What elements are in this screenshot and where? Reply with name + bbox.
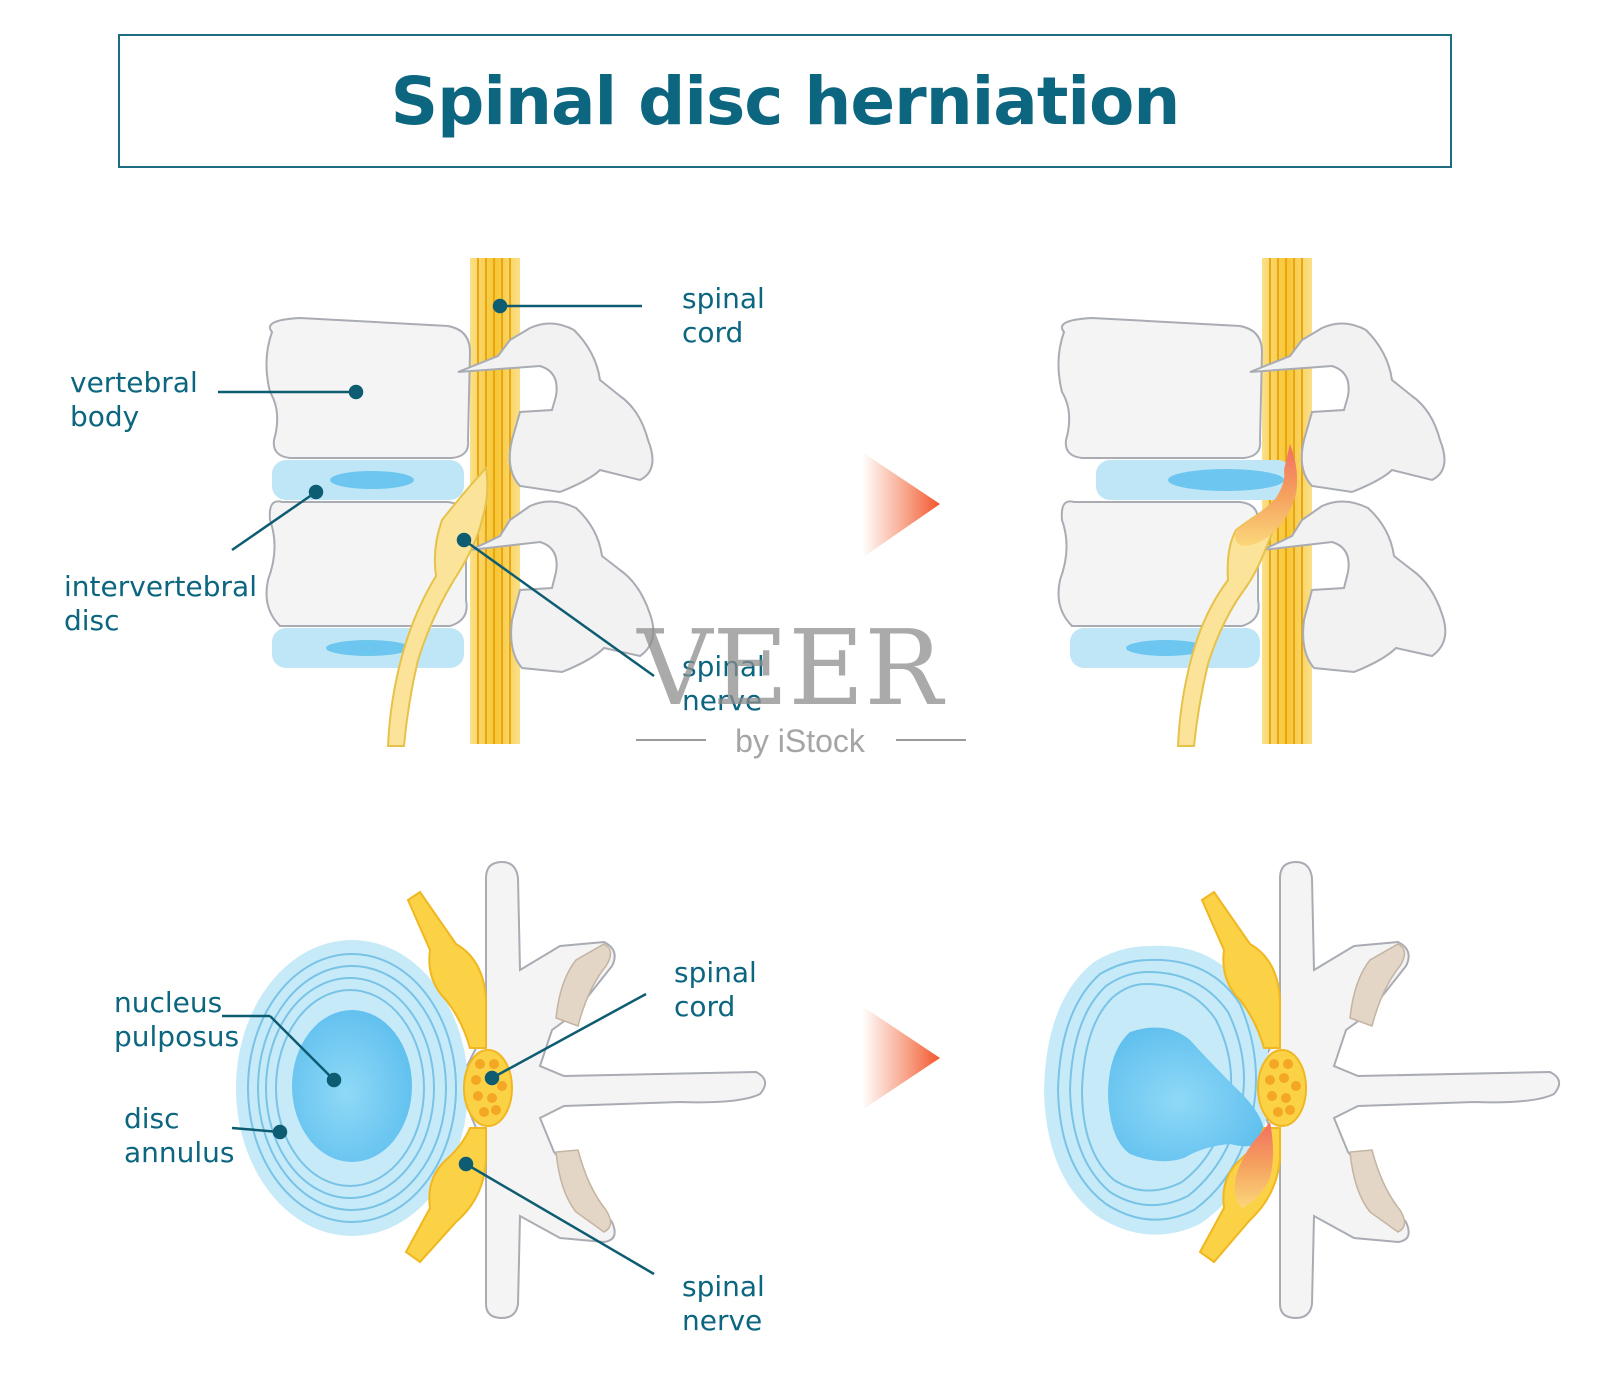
- label-spinal-cord-axial: spinal cord: [674, 956, 766, 1023]
- label-nucleus-pulposus: nucleus pulposus: [114, 986, 239, 1053]
- label-line: nerve: [682, 1304, 762, 1337]
- lateral-view-herniated: [1057, 258, 1447, 747]
- label-line: vertebral: [70, 366, 198, 399]
- label-line: intervertebral: [64, 570, 257, 603]
- facet-lower-h: [1349, 1149, 1406, 1233]
- nucleus-pulposus-herniated: [1108, 1027, 1265, 1162]
- label-vertebral-body: vertebral body: [70, 366, 207, 433]
- vertebral-body-upper-h: [1057, 316, 1264, 459]
- arrow-right-top: [862, 452, 940, 558]
- herniation-lateral: [1235, 444, 1298, 546]
- label-line: body: [70, 400, 139, 433]
- axial-view-normal: [236, 860, 767, 1320]
- nucleus-lateral-lower: [326, 640, 410, 656]
- label-spinal-nerve-axial: spinal nerve: [682, 1270, 774, 1337]
- label-line: spinal: [682, 650, 765, 683]
- label-line: pulposus: [114, 1020, 239, 1053]
- vertebral-body-upper: [265, 316, 472, 459]
- spinal-cord-axial-h: [1257, 1049, 1307, 1127]
- nucleus-lateral-upper-h: [1168, 469, 1284, 491]
- label-line: cord: [674, 990, 735, 1023]
- label-spinal-nerve-lateral: spinal nerve: [682, 650, 774, 717]
- spinal-nerve-axial-upper-h: [1200, 890, 1281, 1049]
- watermark: VEER by iStock: [635, 607, 966, 759]
- spinal-cord-axial: [463, 1049, 513, 1127]
- spinal-nerve-lateral-herniated: [1176, 498, 1284, 747]
- vertebral-arch: [463, 860, 767, 1320]
- label-spinal-cord-lateral: spinal cord: [682, 282, 774, 349]
- spinal-nerve-axial-upper: [406, 890, 487, 1049]
- leaders-lateral: [218, 298, 655, 678]
- herniation-axial: [1234, 1122, 1273, 1208]
- nucleus-lateral-lower-h: [1126, 640, 1206, 656]
- facet-upper: [555, 943, 612, 1027]
- label-line: spinal: [682, 282, 765, 315]
- label-line: annulus: [124, 1136, 235, 1169]
- vertebral-process-lower: [469, 500, 655, 674]
- label-line: disc: [64, 604, 120, 637]
- labels: spinal cord vertebral body intervertebra…: [64, 282, 774, 1337]
- label-line: nerve: [682, 684, 762, 717]
- watermark-sub: by iStock: [735, 723, 866, 759]
- label-line: spinal: [682, 1270, 765, 1303]
- nucleus-lateral-upper: [330, 471, 414, 489]
- label-line: cord: [682, 316, 743, 349]
- axial-view-herniated: [1044, 860, 1561, 1320]
- vertebral-process-upper-h: [1249, 322, 1446, 494]
- vertebral-process-upper: [457, 322, 654, 494]
- title-box: Spinal disc herniation: [118, 34, 1452, 168]
- nucleus-pulposus-normal: [292, 1010, 412, 1162]
- label-line: nucleus: [114, 986, 222, 1019]
- page-title: Spinal disc herniation: [390, 62, 1181, 140]
- vertebral-process-lower-h: [1261, 500, 1447, 674]
- leaders-axial: [222, 992, 655, 1276]
- label-intervertebral-disc: intervertebral disc: [64, 570, 266, 637]
- label-line: spinal: [674, 956, 757, 989]
- label-line: disc: [124, 1102, 180, 1135]
- vertebral-arch-h: [1257, 860, 1561, 1320]
- facet-lower: [555, 1149, 612, 1233]
- facet-upper-h: [1349, 943, 1406, 1027]
- lateral-view-normal: [265, 258, 655, 747]
- label-disc-annulus: disc annulus: [124, 1102, 235, 1169]
- arrow-right-bottom: [862, 1006, 940, 1110]
- watermark-brand: VEER: [635, 607, 945, 729]
